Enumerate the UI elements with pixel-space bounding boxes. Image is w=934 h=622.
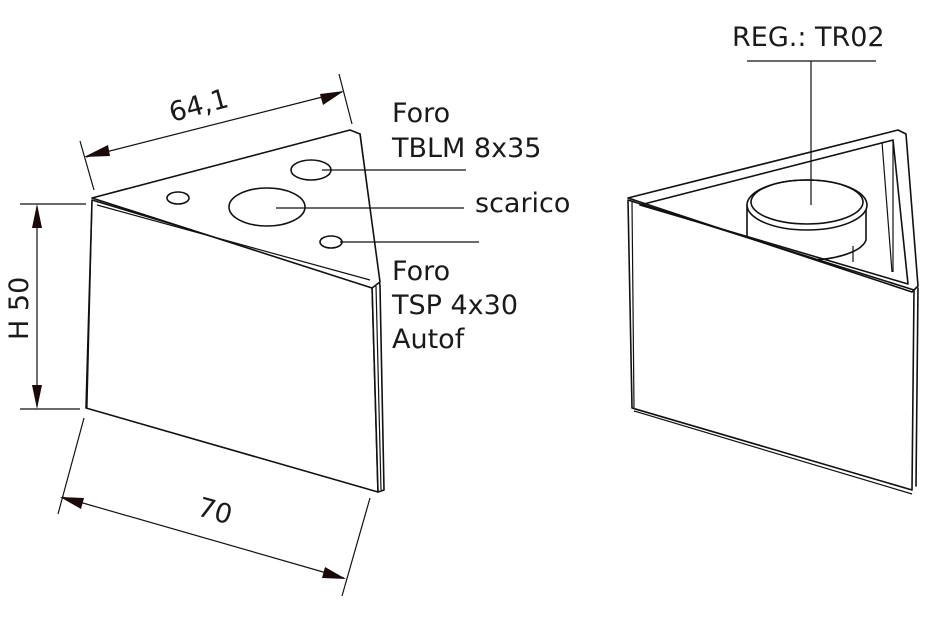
top-bevel-line: [96, 204, 371, 281]
callout-scarico: scarico: [475, 188, 570, 219]
inner-right-wall: [881, 141, 893, 273]
dimension-label-bottom: 70: [194, 492, 236, 531]
right-leg-front-face: [627, 199, 915, 491]
top-rim-outer: [627, 129, 919, 293]
right-leg-view: REG.: TR02: [627, 22, 919, 495]
left-leg-view: 64,1 H 50 70 Foro TBLM 8x35 scarico Foro…: [4, 73, 570, 597]
drain-hole-icon: [228, 187, 306, 227]
callout-autof: Autof: [392, 324, 466, 355]
dimension-height: H 50: [4, 203, 86, 410]
callout-foro-2: Foro: [392, 256, 450, 287]
front-left-edge: [86, 201, 93, 409]
front-right-edge: [375, 285, 382, 491]
front-bottom-edge-r: [633, 410, 913, 495]
callout-tsp: TSP 4x30: [391, 290, 518, 321]
callout-foro-1: Foro: [392, 98, 450, 129]
front-left-edge-r: [631, 201, 635, 409]
side-edge: [915, 287, 919, 487]
callout-tblm: TBLM 8x35: [391, 133, 541, 164]
dimension-bottom-edge: 70: [57, 417, 371, 597]
dimension-label-height: H 50: [4, 277, 35, 340]
hole-small-left-icon: [166, 191, 190, 205]
callout-reg: REG.: TR02: [732, 22, 885, 53]
top-rim-inner: [639, 139, 909, 285]
